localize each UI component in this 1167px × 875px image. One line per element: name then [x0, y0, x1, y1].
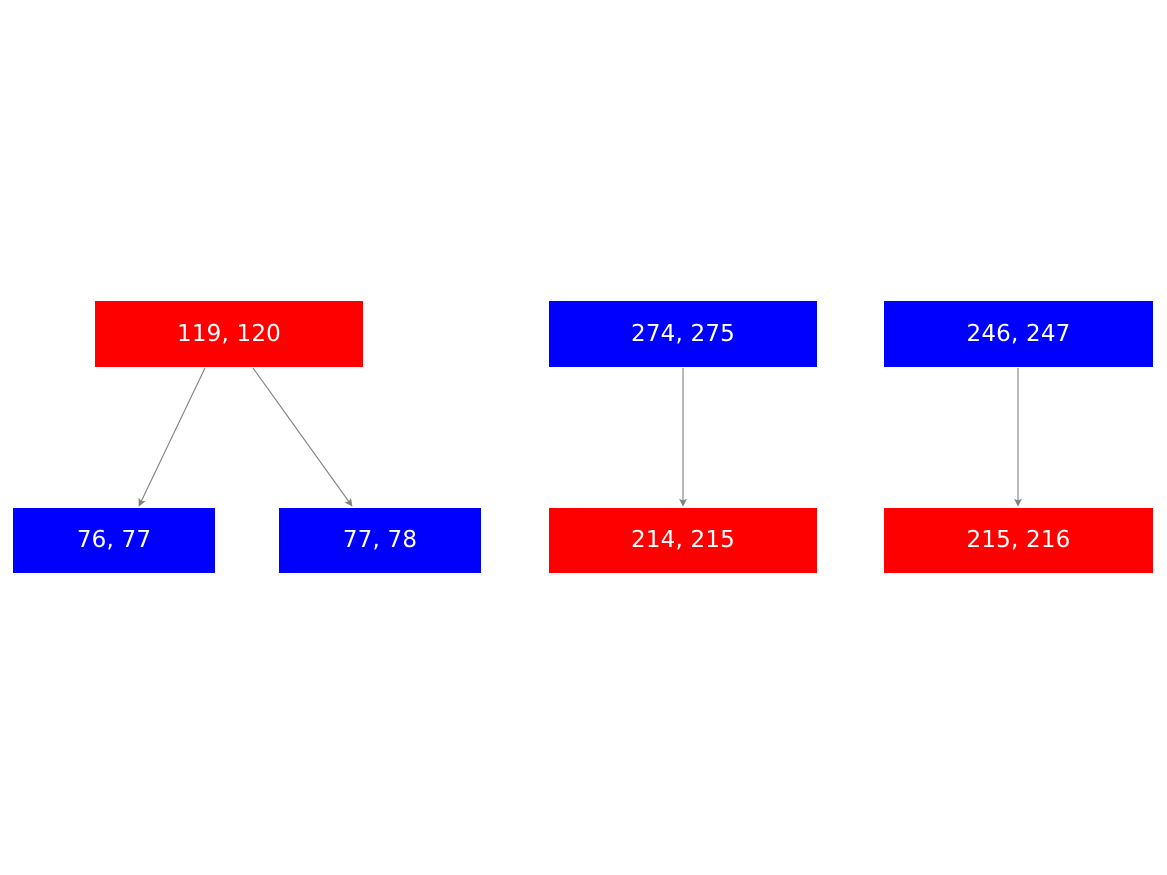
graph-node[interactable]: 119, 120: [95, 301, 363, 367]
graph-node[interactable]: 76, 77: [13, 508, 215, 573]
graph-node-label: 246, 247: [966, 320, 1071, 347]
graph-node[interactable]: 215, 216: [884, 508, 1153, 573]
graph-node[interactable]: 246, 247: [884, 301, 1153, 367]
graph-node-label: 215, 216: [966, 527, 1071, 553]
graph-node-label: 274, 275: [630, 320, 736, 347]
graph-node[interactable]: 77, 78: [279, 508, 481, 573]
graph-node-label: 214, 215: [630, 527, 736, 553]
graph-node-label: 76, 77: [76, 527, 152, 553]
graph-node-label: 77, 78: [342, 527, 418, 553]
graph-node[interactable]: 274, 275: [549, 301, 817, 367]
graph-edge-arrow: [138, 367, 206, 507]
graph-node-label: 119, 120: [176, 320, 282, 347]
graph-node[interactable]: 214, 215: [549, 508, 817, 573]
graph-edge-arrow: [252, 367, 353, 507]
